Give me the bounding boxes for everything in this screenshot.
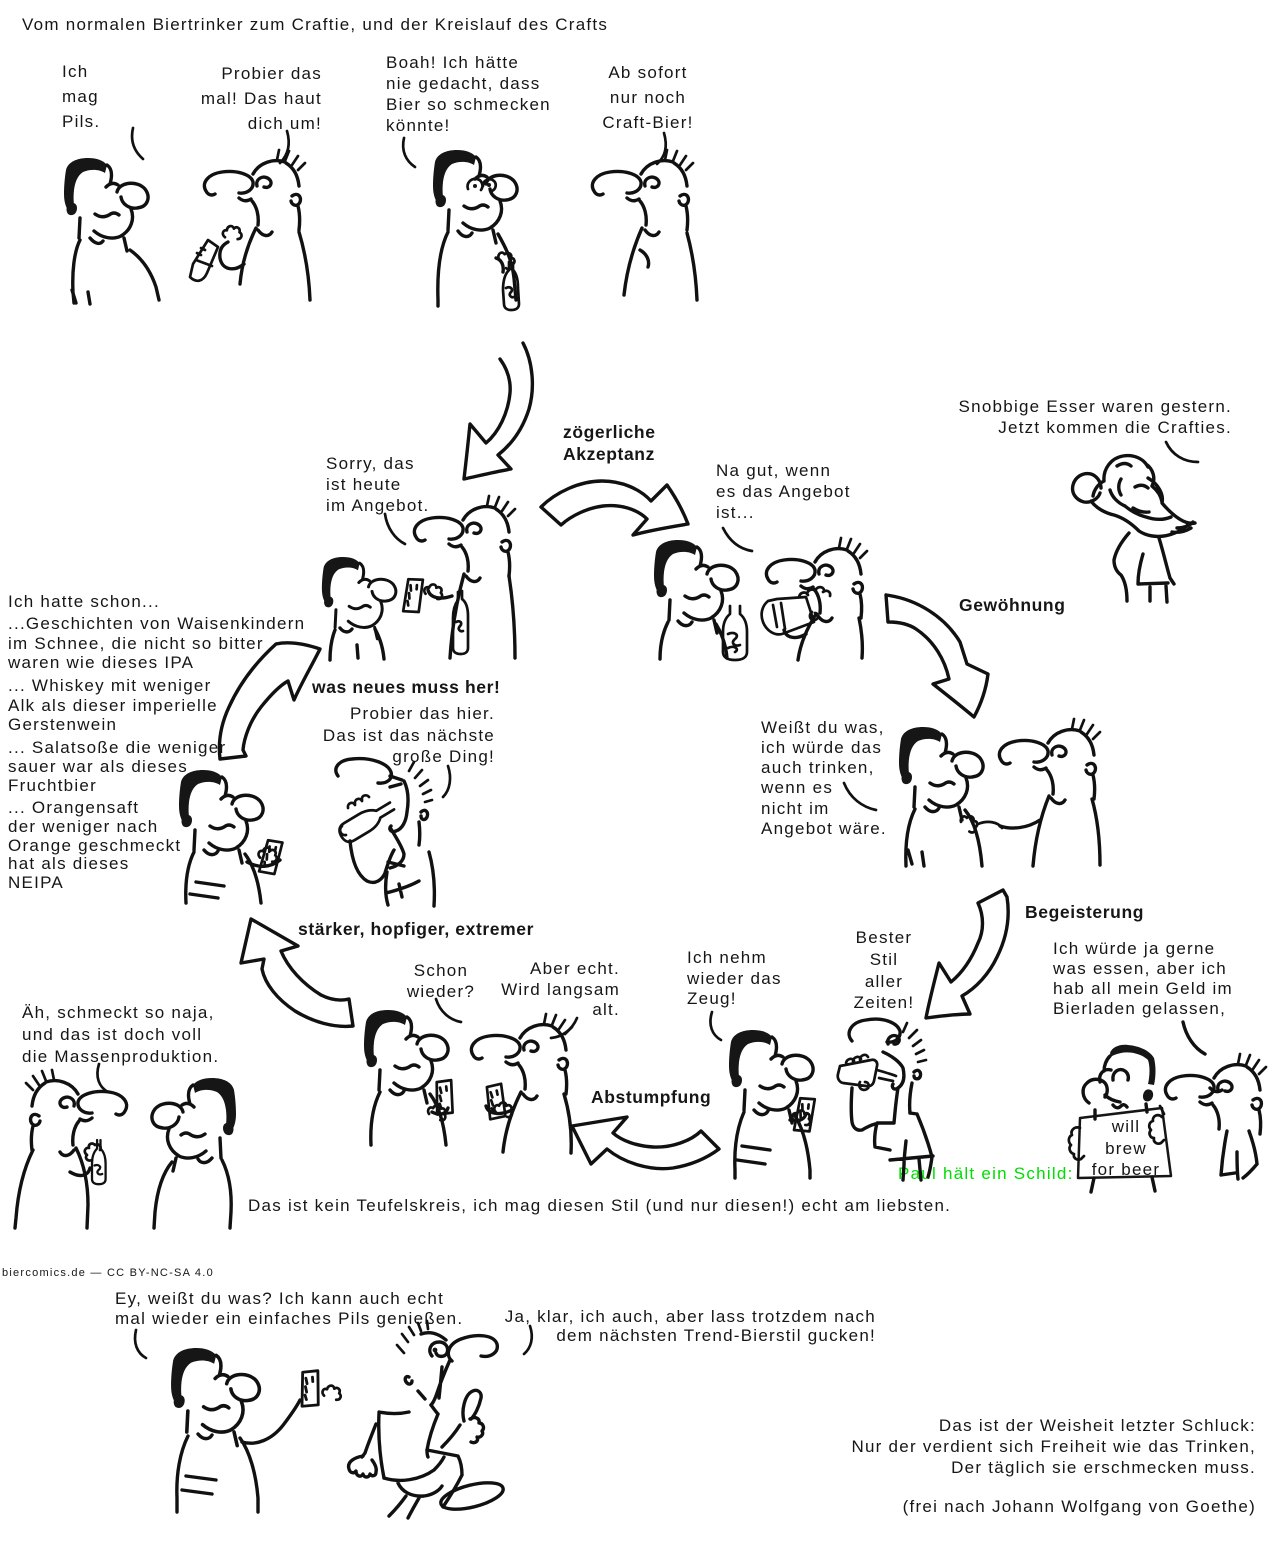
svg-text:Alk als dieser imperielle: Alk als dieser imperielle — [8, 696, 218, 715]
svg-text:stärker, hopfiger, extremer: stärker, hopfiger, extremer — [298, 919, 534, 939]
svg-text:Das ist kein Teufelskreis, ich: Das ist kein Teufelskreis, ich mag diese… — [248, 1196, 951, 1215]
svg-text:im Schnee, die nicht so bitter: im Schnee, die nicht so bitter — [8, 634, 264, 653]
svg-text:wenn es: wenn es — [760, 778, 833, 797]
svg-text:Bester: Bester — [856, 928, 913, 947]
svg-text:Na gut, wenn: Na gut, wenn — [716, 461, 831, 480]
svg-text:Orange geschmeckt: Orange geschmeckt — [8, 836, 181, 855]
svg-text:es das Angebot: es das Angebot — [716, 482, 851, 501]
svg-text:...Geschichten von Waisenkinde: ...Geschichten von Waisenkindern — [8, 614, 305, 633]
svg-text:Akzeptanz: Akzeptanz — [563, 444, 655, 464]
svg-text:Ja, klar, ich auch, aber lass: Ja, klar, ich auch, aber lass trotzdem n… — [505, 1307, 876, 1326]
svg-text:sauer war als dieses: sauer war als dieses — [8, 757, 188, 776]
svg-text:der weniger nach: der weniger nach — [8, 817, 158, 836]
svg-text:mal! Das haut: mal! Das haut — [201, 89, 322, 108]
svg-text:brew: brew — [1105, 1139, 1147, 1158]
svg-text:Bierladen gelassen,: Bierladen gelassen, — [1053, 999, 1226, 1018]
svg-text:ist...: ist... — [716, 503, 755, 522]
svg-text:hab all mein Geld im: hab all mein Geld im — [1053, 979, 1233, 998]
svg-text:Ich würde ja gerne: Ich würde ja gerne — [1053, 939, 1215, 958]
svg-text:Boah! Ich hätte: Boah! Ich hätte — [386, 53, 519, 72]
svg-text:große Ding!: große Ding! — [392, 747, 495, 766]
svg-text:Zeiten!: Zeiten! — [854, 993, 915, 1012]
svg-text:mag: mag — [62, 87, 99, 106]
svg-text:Angebot wäre.: Angebot wäre. — [761, 819, 887, 838]
svg-text:ich würde das: ich würde das — [761, 738, 882, 757]
svg-text:... Whiskey mit weniger: ... Whiskey mit weniger — [8, 676, 212, 695]
svg-text:Gewöhnung: Gewöhnung — [959, 595, 1066, 615]
svg-text:biercomics.de — CC BY-NC-SA 4.: biercomics.de — CC BY-NC-SA 4.0 — [2, 1267, 214, 1279]
svg-text:im Angebot.: im Angebot. — [326, 496, 430, 515]
svg-text:Jetzt kommen die Crafties.: Jetzt kommen die Crafties. — [998, 418, 1232, 437]
svg-text:was neues muss her!: was neues muss her! — [311, 677, 500, 697]
svg-text:wieder das: wieder das — [686, 969, 782, 988]
svg-text:auch trinken,: auch trinken, — [761, 758, 875, 777]
svg-text:hat als dieses: hat als dieses — [8, 854, 129, 873]
svg-text:Pils.: Pils. — [62, 112, 100, 131]
svg-text:Gerstenwein: Gerstenwein — [8, 715, 117, 734]
svg-text:Ey, weißt du was? Ich kann auc: Ey, weißt du was? Ich kann auch echt — [115, 1289, 444, 1308]
svg-text:Der täglich sie erschmecken mu: Der täglich sie erschmecken muss. — [951, 1458, 1256, 1477]
svg-text:Aber echt.: Aber echt. — [530, 959, 620, 978]
svg-text:alt.: alt. — [592, 1000, 620, 1019]
svg-text:Probier das: Probier das — [221, 64, 322, 83]
svg-text:NEIPA: NEIPA — [8, 873, 64, 892]
svg-text:mal wieder ein einfaches Pils: mal wieder ein einfaches Pils genießen. — [115, 1309, 463, 1328]
svg-text:was essen, aber ich: was essen, aber ich — [1052, 959, 1227, 978]
svg-text:Das ist der Weisheit letzter S: Das ist der Weisheit letzter Schluck: — [939, 1416, 1256, 1435]
svg-text:könnte!: könnte! — [386, 116, 451, 135]
svg-text:Craft-Bier!: Craft-Bier! — [602, 113, 693, 132]
svg-text:und das ist doch voll: und das ist doch voll — [22, 1025, 202, 1044]
svg-text:Stil: Stil — [870, 950, 899, 969]
svg-text:die Massenproduktion.: die Massenproduktion. — [22, 1047, 219, 1066]
svg-text:Paul hält ein Schild:: Paul hält ein Schild: — [898, 1164, 1074, 1183]
svg-text:dich um!: dich um! — [248, 114, 322, 133]
svg-text:waren wie dieses IPA: waren wie dieses IPA — [7, 653, 194, 672]
svg-text:(frei nach Johann Wolfgang von: (frei nach Johann Wolfgang von Goethe) — [903, 1497, 1256, 1516]
svg-text:Sorry, das: Sorry, das — [326, 454, 415, 473]
svg-text:Bier so schmecken: Bier so schmecken — [386, 95, 551, 114]
svg-text:for beer: for beer — [1092, 1160, 1161, 1179]
svg-text:Zeug!: Zeug! — [687, 989, 737, 1008]
svg-text:zögerliche: zögerliche — [563, 422, 656, 442]
svg-text:Begeisterung: Begeisterung — [1025, 902, 1144, 922]
svg-text:Fruchtbier: Fruchtbier — [8, 776, 97, 795]
svg-text:nie gedacht, dass: nie gedacht, dass — [386, 74, 541, 93]
svg-text:ist heute: ist heute — [326, 475, 402, 494]
svg-text:Abstumpfung: Abstumpfung — [591, 1087, 711, 1107]
svg-text:Äh, schmeckt so naja,: Äh, schmeckt so naja, — [22, 1003, 215, 1022]
svg-text:... Orangensaft: ... Orangensaft — [8, 798, 139, 817]
svg-text:... Salatsoße die weniger: ... Salatsoße die weniger — [8, 738, 226, 757]
svg-text:will: will — [1111, 1117, 1141, 1136]
svg-text:Das ist das nächste: Das ist das nächste — [323, 726, 495, 745]
svg-text:Ich hatte schon...: Ich hatte schon... — [8, 592, 160, 611]
svg-text:Snobbige Esser waren gestern.: Snobbige Esser waren gestern. — [959, 397, 1232, 416]
svg-text:Ich nehm: Ich nehm — [687, 948, 767, 967]
svg-text:Ab sofort: Ab sofort — [608, 63, 687, 82]
svg-text:Ich: Ich — [62, 62, 88, 81]
svg-text:Weißt du was,: Weißt du was, — [761, 718, 885, 737]
svg-text:Vom normalen Biertrinker zum C: Vom normalen Biertrinker zum Craftie, un… — [22, 15, 608, 34]
svg-text:nicht im: nicht im — [761, 799, 830, 818]
svg-text:nur noch: nur noch — [610, 88, 686, 107]
svg-text:Probier das hier.: Probier das hier. — [350, 704, 495, 723]
svg-text:aller: aller — [865, 972, 903, 991]
svg-text:Nur der verdient sich Freiheit: Nur der verdient sich Freiheit wie das T… — [851, 1437, 1256, 1456]
svg-text:Wird langsam: Wird langsam — [501, 980, 620, 999]
svg-text:Schon: Schon — [414, 961, 468, 980]
svg-text:wieder?: wieder? — [406, 982, 475, 1001]
svg-text:dem nächsten Trend-Bierstil gu: dem nächsten Trend-Bierstil gucken! — [556, 1326, 876, 1345]
